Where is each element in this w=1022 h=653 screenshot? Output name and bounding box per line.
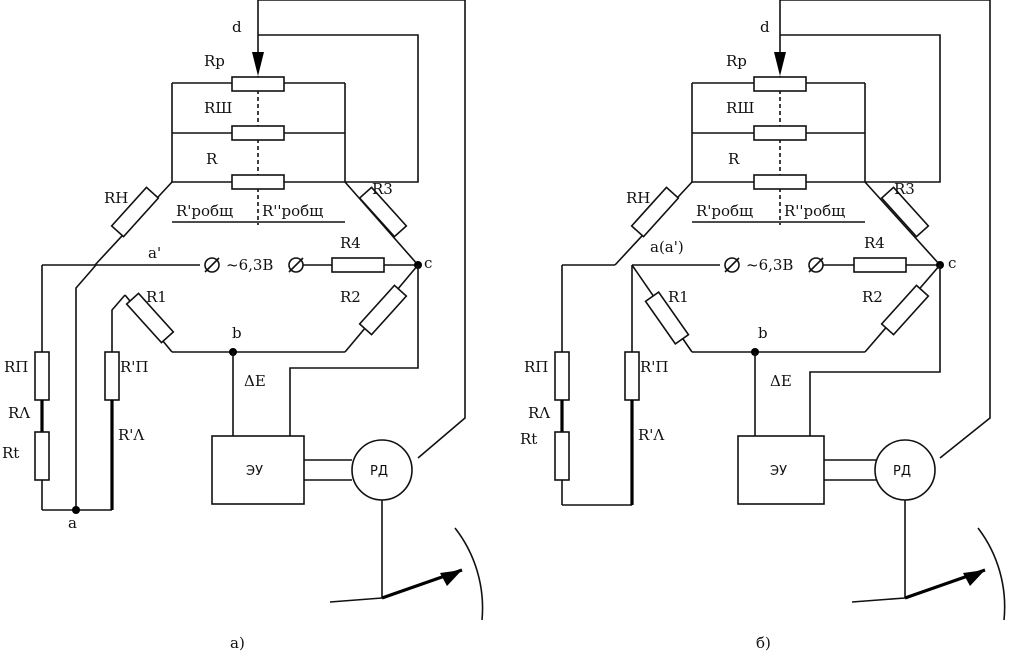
feedback-wire <box>257 0 466 459</box>
label-rd: РД <box>370 464 388 479</box>
resistor-r4 <box>331 257 385 273</box>
resistor-r3-b <box>880 186 930 238</box>
label-r3: R3 <box>372 180 393 198</box>
resistor-rp-b <box>753 76 807 92</box>
label-rsh: RШ <box>204 99 232 117</box>
label-rl-b: RΛ <box>528 404 550 422</box>
label-rd-b: РД <box>893 464 911 479</box>
label-rpi: RП <box>4 358 28 376</box>
label-rt: Rt <box>2 444 19 462</box>
label-c: c <box>424 254 432 272</box>
label-rl: RΛ <box>8 404 30 422</box>
resistor-rpi2-b <box>624 351 640 401</box>
resistor-r-b <box>753 174 807 190</box>
label-rob1: R'робщ <box>176 202 233 220</box>
label-rp-b: Rр <box>726 52 747 70</box>
label-rn: RН <box>104 189 128 207</box>
label-r: R <box>206 150 218 168</box>
label-d-b: d <box>760 18 770 36</box>
label-r1-b: R1 <box>668 288 689 306</box>
label-rn-b: RН <box>626 189 650 207</box>
resistor-rpi2 <box>104 351 120 401</box>
resistor-rp <box>231 76 285 92</box>
label-r1: R1 <box>146 288 167 306</box>
label-b: b <box>232 324 242 342</box>
resistor-rpi-b <box>554 351 570 401</box>
label-de-b: ΔE <box>770 372 792 390</box>
resistor-rt <box>34 431 50 481</box>
resistor-rn-b <box>630 186 680 238</box>
pointer-arrow-icon <box>440 570 462 586</box>
label-rt-b: Rt <box>520 430 537 448</box>
label-rob2-b: R''робщ <box>784 202 845 220</box>
slider-arrow-icon <box>252 52 264 76</box>
label-supply-b: ~6,3В <box>746 256 793 274</box>
caption-a: а) <box>230 634 245 652</box>
resistor-r1-b <box>644 290 690 346</box>
resistor-r1 <box>125 292 175 344</box>
resistor-r2 <box>358 284 408 336</box>
resistor-r3 <box>358 186 408 238</box>
eu-block-b <box>737 435 825 505</box>
label-rpi2: R'П <box>120 358 149 376</box>
label-b-b: b <box>758 324 768 342</box>
label-r-b: R <box>728 150 740 168</box>
eu-block <box>211 435 305 505</box>
label-rpi2-b: R'П <box>640 358 669 376</box>
label-c-b: c <box>948 254 956 272</box>
resistor-r2-b <box>880 284 930 336</box>
label-r2: R2 <box>340 288 361 306</box>
label-a-prime-b: a(a') <box>650 238 684 256</box>
label-rob2: R''робщ <box>262 202 323 220</box>
label-eu-b: ЭУ <box>770 464 787 479</box>
slider-arrow-icon-b <box>774 52 786 76</box>
label-rsh-b: RШ <box>726 99 754 117</box>
resistor-r4-b <box>853 257 907 273</box>
scheme-a <box>34 0 484 621</box>
resistor-r <box>231 174 285 190</box>
resistor-rn <box>110 186 160 238</box>
label-a-prime: a' <box>148 244 161 262</box>
resistor-rpi <box>34 351 50 401</box>
label-r2-b: R2 <box>862 288 883 306</box>
scale-arc <box>454 527 484 621</box>
label-a: a <box>68 514 77 532</box>
label-rpi-b: RП <box>524 358 548 376</box>
label-rl2-b: R'Λ <box>638 426 664 444</box>
label-supply: ~6,3В <box>226 256 273 274</box>
label-d: d <box>232 18 242 36</box>
resistor-rsh <box>231 125 285 141</box>
pointer-arrow-icon-b <box>963 570 985 586</box>
scale-arc-b <box>977 527 1006 621</box>
label-rl2: R'Λ <box>118 426 144 444</box>
node-a <box>72 506 80 514</box>
label-eu: ЭУ <box>246 464 263 479</box>
scheme-b <box>554 0 1006 621</box>
label-r4: R4 <box>340 234 361 252</box>
feedback-wire-b <box>779 0 991 459</box>
label-r4-b: R4 <box>864 234 885 252</box>
resistor-rsh-b <box>753 125 807 141</box>
label-r3-b: R3 <box>894 180 915 198</box>
label-de: ΔE <box>244 372 266 390</box>
label-rp: Rр <box>204 52 225 70</box>
label-rob1-b: R'робщ <box>696 202 753 220</box>
caption-b: б) <box>756 634 771 652</box>
resistor-rt-b <box>554 431 570 481</box>
